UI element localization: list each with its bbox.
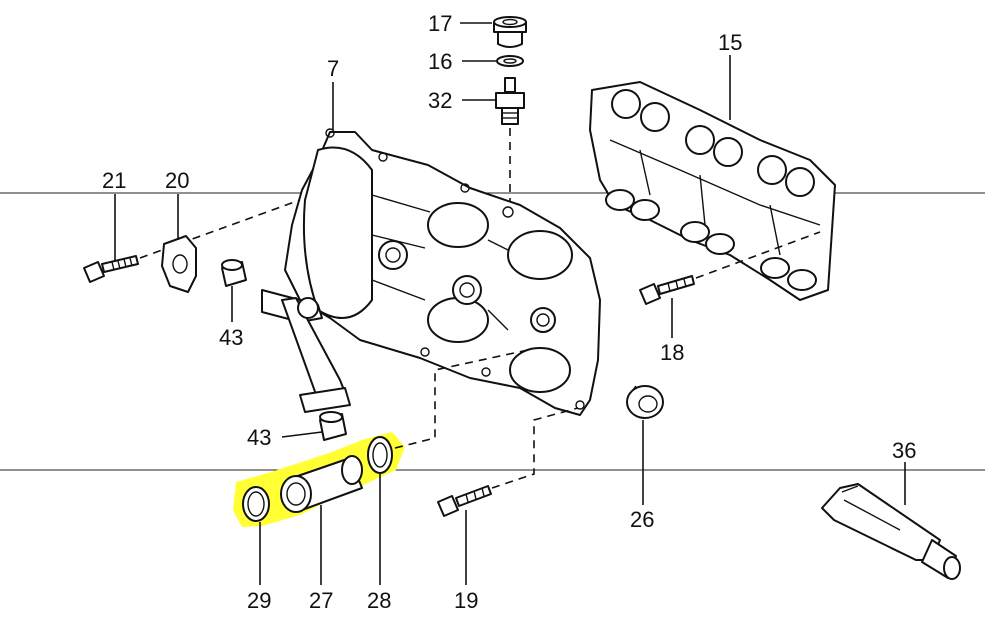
callout-21: 21 bbox=[102, 168, 126, 193]
part-36-sealant-tube[interactable] bbox=[821, 483, 961, 580]
callout-19: 19 bbox=[454, 588, 478, 613]
part-43-grommet-lower[interactable] bbox=[319, 411, 347, 441]
callout-18: 18 bbox=[660, 340, 684, 365]
callout-26: 26 bbox=[630, 507, 654, 532]
callout-27: 27 bbox=[309, 588, 333, 613]
callout-28: 28 bbox=[367, 588, 391, 613]
part-16-washer[interactable] bbox=[496, 55, 524, 67]
part-19-bolt[interactable] bbox=[437, 485, 492, 517]
callout-29: 29 bbox=[247, 588, 271, 613]
part-17-plug[interactable] bbox=[493, 16, 527, 48]
callout-36: 36 bbox=[892, 438, 916, 463]
part-7-cylinder-head-cover[interactable] bbox=[284, 128, 601, 416]
part-43-grommet-upper[interactable] bbox=[221, 259, 247, 287]
part-28-o-ring[interactable] bbox=[367, 436, 393, 474]
part-27-spark-plug-tube[interactable] bbox=[280, 455, 363, 513]
callout-16: 16 bbox=[428, 49, 452, 74]
callout-32: 32 bbox=[428, 88, 452, 113]
callout-43-lower: 43 bbox=[247, 425, 271, 450]
part-29-o-ring[interactable] bbox=[242, 486, 270, 522]
callout-17: 17 bbox=[428, 11, 452, 36]
dashed-leader-28 bbox=[394, 349, 529, 449]
part-18-bolt[interactable] bbox=[639, 275, 695, 305]
callout-7: 7 bbox=[327, 56, 339, 81]
dashed-leader-19 bbox=[491, 407, 579, 489]
callout-43-upper: 43 bbox=[219, 325, 243, 350]
leader-lines bbox=[114, 22, 906, 585]
callout-15: 15 bbox=[718, 30, 742, 55]
part-21-bolt[interactable] bbox=[83, 255, 139, 283]
callout-20: 20 bbox=[165, 168, 189, 193]
part-32-adapter[interactable] bbox=[495, 77, 525, 125]
part-20-gasket[interactable] bbox=[161, 235, 197, 293]
part-15-intake-manifold[interactable] bbox=[589, 81, 836, 301]
breather-hose[interactable] bbox=[261, 289, 351, 413]
part-26-seal[interactable] bbox=[626, 385, 664, 419]
